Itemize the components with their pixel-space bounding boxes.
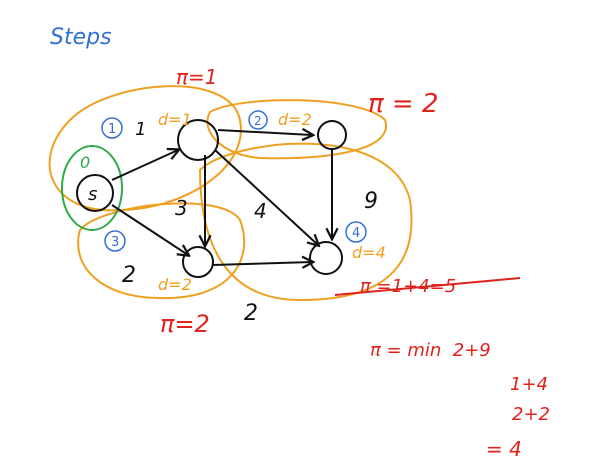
- dist-label-c: d=2: [278, 110, 312, 129]
- region-top-left: [48, 85, 242, 212]
- order-label-a: 1: [108, 122, 116, 137]
- region-top-right: [206, 99, 387, 160]
- pi-label-bottom: π=2: [160, 310, 210, 338]
- order-badge-a: [101, 117, 123, 139]
- source-dist-label: 0: [80, 153, 90, 172]
- calc-line-4: = 4: [486, 437, 522, 461]
- region-bottom-left: [77, 202, 246, 300]
- edge-a-c: [217, 130, 312, 135]
- node-b: [182, 246, 214, 278]
- edge-b-t: [211, 262, 312, 265]
- node-a: [177, 119, 219, 161]
- node-c: [317, 120, 347, 150]
- node-t: [309, 241, 343, 275]
- order-label-c: 2: [254, 114, 262, 128]
- dist-label-t: d=4: [352, 243, 386, 262]
- pi-label-crossed: π =1+4=5: [360, 276, 456, 297]
- order-badge-b: [104, 230, 126, 252]
- order-label-b: 3: [111, 235, 119, 250]
- calc-line-3: 2+2: [512, 404, 550, 425]
- region-big-right: [198, 142, 413, 302]
- weight-a-b: 3: [175, 196, 188, 220]
- edge-a-t: [214, 149, 318, 245]
- pi-label-right: π = 2: [368, 89, 439, 119]
- pi-label-top: π=1: [176, 65, 218, 89]
- dist-label-a: d=1: [158, 110, 192, 129]
- title-steps: Steps: [50, 25, 112, 50]
- node-s-label: s: [88, 184, 97, 205]
- weight-c-t: 9: [364, 189, 378, 214]
- weight-a-t: 4: [254, 199, 267, 223]
- strike-line: [334, 277, 521, 296]
- order-badge-t: [345, 221, 367, 243]
- order-badge-c: [248, 110, 268, 130]
- node-s: [76, 174, 114, 212]
- edge-s-b: [111, 204, 188, 255]
- order-label-t: 4: [352, 226, 360, 241]
- weight-s-a: 1: [135, 119, 146, 140]
- edge-s-a: [111, 150, 178, 181]
- dist-label-b: d=2: [158, 275, 192, 294]
- calc-line-1: π = min 2+9: [370, 340, 491, 361]
- calc-line-2: 1+4: [510, 374, 548, 395]
- weight-b-t: 2: [244, 301, 258, 326]
- weight-s-b: 2: [122, 263, 136, 288]
- source-highlight: [61, 145, 123, 231]
